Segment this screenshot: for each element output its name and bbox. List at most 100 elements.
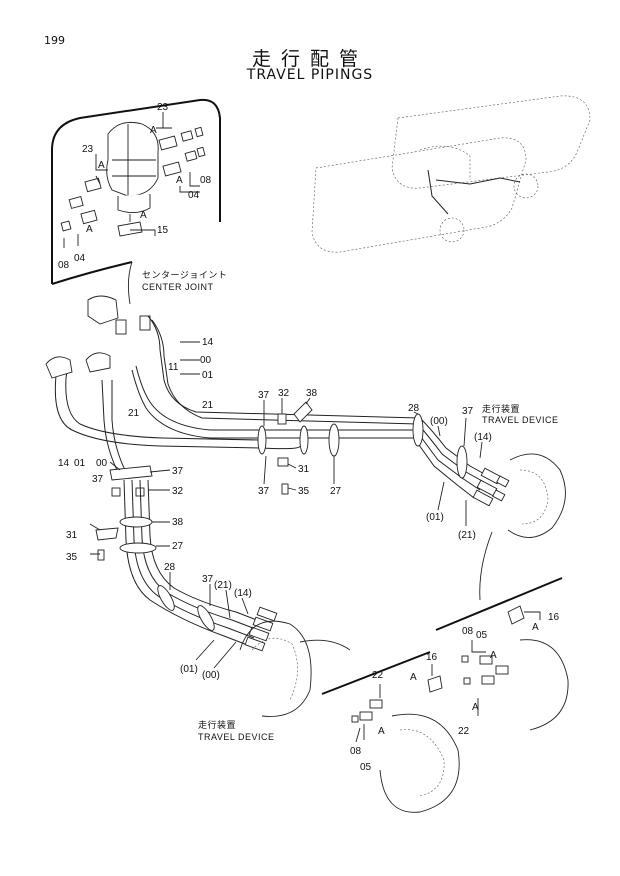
hose-b2 — [131, 479, 255, 639]
main-hose-assembly: 14 00 01 11 21 21 14 01 00 37 32 38 31 3… — [45, 295, 566, 742]
page-title-japanese: 走行配管 — [251, 48, 368, 70]
label-a: A — [98, 160, 105, 171]
detail-bottom-motor-inner — [399, 729, 445, 797]
bolt-32 — [277, 413, 287, 425]
leader-08-04-left — [63, 234, 79, 248]
label-08: 08 — [350, 746, 362, 757]
label-35: 35 — [66, 552, 78, 563]
label-37: 37 — [202, 574, 214, 585]
label-37: 37 — [172, 466, 184, 477]
label-28: 28 — [408, 403, 420, 414]
oring-08 — [463, 677, 471, 685]
label-a: A — [490, 650, 497, 661]
travel-device-right-detail: 16 A 08 05 A A 22 — [435, 531, 569, 737]
hose-r3 — [415, 429, 481, 491]
fitting-05 — [479, 655, 493, 665]
label-27: 27 — [172, 541, 184, 552]
travel-device-right-motor — [507, 453, 566, 538]
detail-pointer-right — [479, 531, 493, 601]
oring-08 — [351, 715, 359, 723]
page-title-english: TRAVEL PIPINGS — [246, 67, 374, 83]
label-28: 28 — [164, 562, 176, 573]
fitting-05 — [359, 711, 373, 721]
label-16: 16 — [548, 612, 560, 623]
label-00: (00) — [202, 670, 220, 681]
clamp-38-left — [119, 516, 153, 528]
hose-00 — [151, 319, 419, 425]
leader-15 — [130, 229, 156, 236]
label-00: 00 — [200, 355, 212, 366]
page-number: 199 — [44, 34, 65, 47]
detail-bottom-leaders — [355, 664, 433, 743]
overview-motor-left — [439, 217, 465, 243]
label-a: A — [378, 726, 385, 737]
label-21: 21 — [128, 408, 140, 419]
label-00: 00 — [96, 458, 108, 469]
travel-device-bottom-detail: 22 16 A A 08 05 — [299, 639, 460, 813]
label-05: 05 — [476, 630, 488, 641]
overview-hoses — [427, 169, 521, 215]
label-04: 04 — [188, 190, 200, 201]
detail-frame-bottom — [321, 651, 431, 695]
label-21: (21) — [214, 580, 232, 591]
fitting-22 — [369, 699, 383, 709]
label-37: 37 — [258, 486, 270, 497]
label-22: 22 — [458, 726, 470, 737]
bracket-38 — [293, 401, 313, 423]
leaders-14-00-01 — [180, 341, 200, 375]
label-32: 32 — [278, 388, 290, 399]
label-a: A — [140, 210, 147, 221]
center-joint-stem — [117, 194, 151, 213]
label-08: 08 — [200, 175, 212, 186]
clamp-plate-37 — [109, 465, 153, 481]
center-joint-caption-jp: センタージョイント — [142, 270, 227, 280]
label-a: A — [472, 702, 479, 713]
travel-device-right-caption-en: TRAVEL DEVICE — [482, 415, 559, 425]
label-23: 23 — [157, 102, 169, 113]
label-14: (14) — [474, 432, 492, 443]
hose-b1 — [123, 479, 251, 647]
label-37: 37 — [258, 390, 270, 401]
label-a: A — [532, 622, 539, 633]
clamp-37-right — [456, 445, 468, 479]
clamp-28 — [412, 413, 424, 447]
label-15: 15 — [157, 225, 169, 236]
label-37: 37 — [462, 406, 474, 417]
label-14: 14 — [202, 337, 214, 348]
travel-device-bottom-caption-en: TRAVEL DEVICE — [198, 732, 275, 742]
label-01: 01 — [74, 458, 86, 469]
machine-overview — [311, 95, 591, 253]
label-16: 16 — [426, 652, 438, 663]
label-05: 05 — [360, 762, 372, 773]
bolt-32 — [111, 487, 121, 497]
label-a: A — [150, 125, 157, 136]
center-joint-frame-base — [51, 261, 133, 285]
clamp-27 — [328, 423, 340, 457]
fitting — [115, 319, 127, 335]
label-00: (00) — [430, 416, 448, 427]
clamp-37-bottom — [197, 605, 215, 631]
bolt-35 — [97, 549, 105, 561]
center-joint-body-detail — [112, 124, 156, 196]
clamp-37 — [257, 425, 267, 455]
label-08: 08 — [58, 260, 70, 271]
detail-bottom-motor — [379, 713, 460, 813]
joint-block — [87, 295, 119, 325]
elbow-16 — [507, 605, 525, 625]
hose-long-2 — [65, 363, 259, 441]
label-32: 32 — [172, 486, 184, 497]
travel-device-bottom-motor-inner — [251, 637, 298, 701]
fitting-05 — [481, 675, 495, 685]
label-35: 35 — [298, 486, 310, 497]
lower-track-outline — [311, 137, 527, 253]
label-31: 31 — [66, 530, 78, 541]
hose-14 — [147, 315, 421, 419]
label-01: (01) — [426, 512, 444, 523]
label-31: 31 — [298, 464, 310, 475]
upper-track-outline — [391, 95, 591, 189]
elbow-fitting — [85, 352, 111, 373]
hose-21 — [131, 369, 414, 439]
detail-right-leaders — [471, 611, 541, 716]
label-27: 27 — [330, 486, 342, 497]
